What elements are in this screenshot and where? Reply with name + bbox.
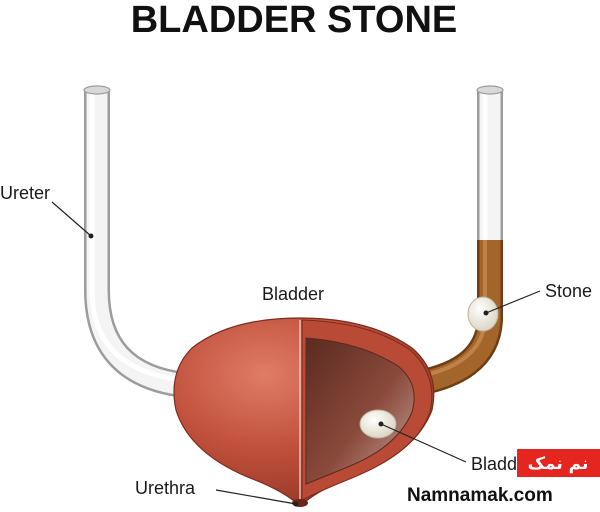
right-ureter <box>403 85 504 398</box>
bladder-stone <box>359 409 397 439</box>
label-stone: Stone <box>545 281 592 301</box>
watermark-badge-text: نم نمک <box>528 454 589 474</box>
watermark-badge <box>517 449 600 477</box>
label-urethra: Urethra <box>135 478 196 498</box>
left-ureter <box>83 85 187 398</box>
label-bladder: Bladder <box>262 284 324 304</box>
bladder <box>173 317 435 507</box>
leader-lines <box>51 201 541 507</box>
watermark: نم نمک Namnamak.com <box>407 449 600 506</box>
ureter-stone <box>467 296 499 332</box>
watermark-site: Namnamak.com <box>407 485 553 506</box>
label-ureter: Ureter <box>0 183 50 203</box>
diagram-title: BLADDER STONE <box>131 0 458 41</box>
